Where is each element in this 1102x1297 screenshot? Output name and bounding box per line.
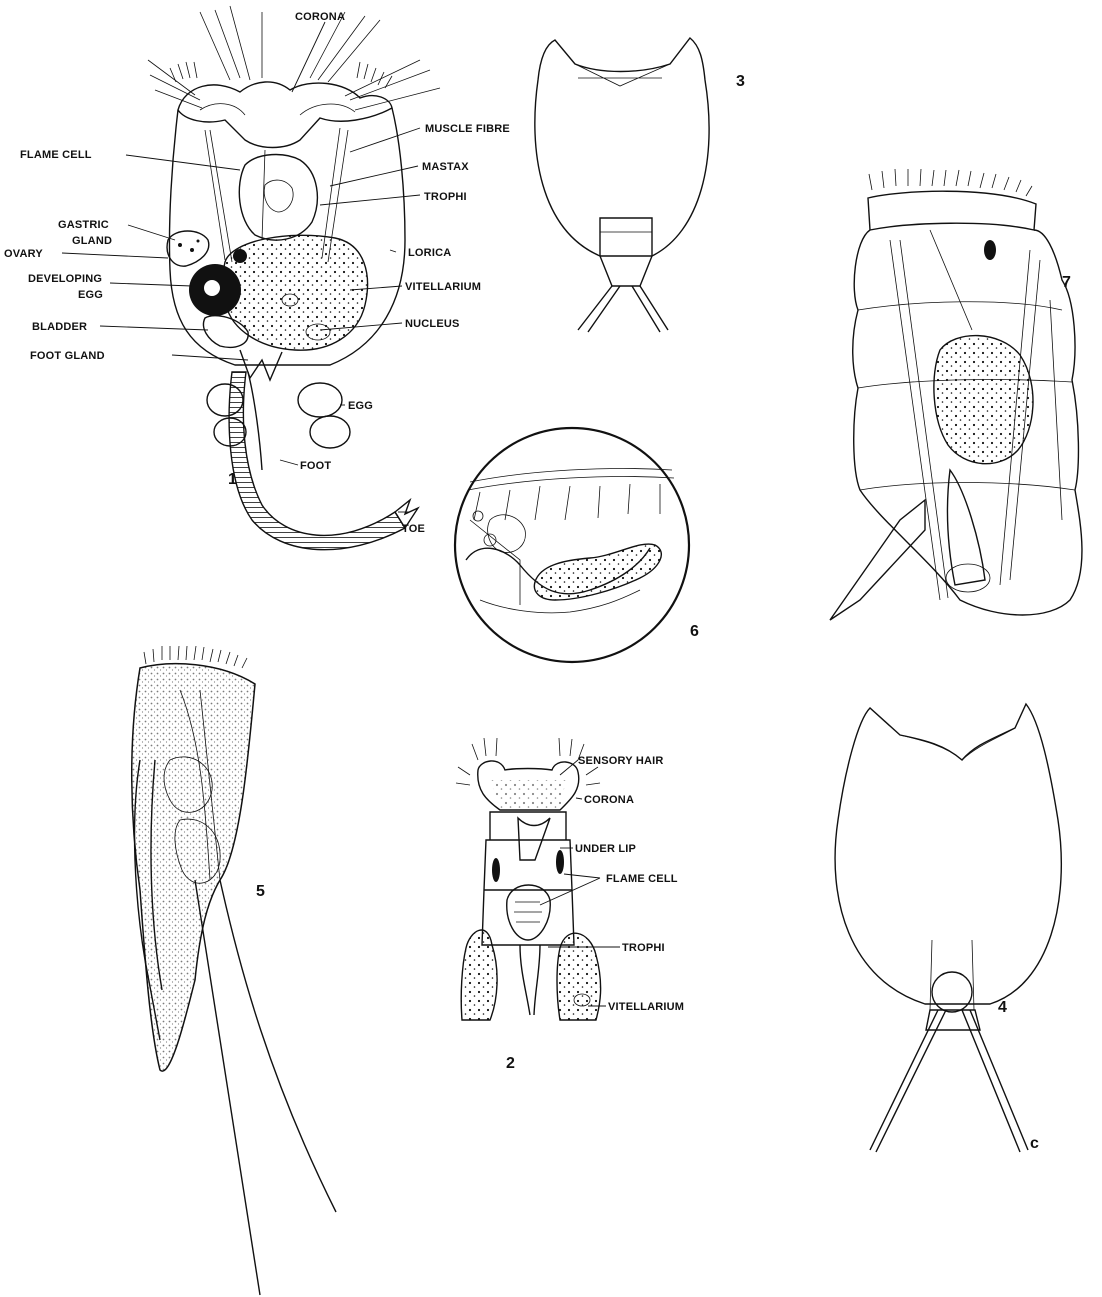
figure-number-6: 6 — [690, 623, 699, 640]
figure-number-3: 3 — [736, 73, 745, 90]
figure-5-elongate-rotifer — [132, 646, 336, 1295]
fig1-label-trophi: TROPHI — [424, 191, 467, 203]
figure-1-cilia — [148, 6, 440, 110]
figure-number-2: 2 — [506, 1055, 515, 1072]
fig1-label-nucleus: NUCLEUS — [405, 318, 460, 330]
fig1-label-gland: GLAND — [72, 235, 112, 247]
figure-6-magnified-detail — [455, 428, 689, 662]
fig1-label-lorica: LORICA — [408, 247, 451, 259]
figure-number-4: 4 — [998, 999, 1007, 1016]
fig1-label-vitellarium: VITELLARIUM — [405, 281, 481, 293]
fig1-label-corona: CORONA — [295, 11, 345, 23]
fig2-label-vitellarium: VITELLARIUM — [608, 1001, 684, 1013]
fig1-label-foot: FOOT — [300, 460, 331, 472]
fig1-label-egg: EGG — [348, 400, 373, 412]
figure-1-corona — [178, 82, 392, 148]
fig1-label-developing: DEVELOPING — [28, 273, 102, 285]
fig4-label-c: c — [1030, 1135, 1039, 1152]
figure-1-mastax — [239, 155, 317, 241]
fig1-label-toe: TOE — [402, 523, 425, 535]
figure-1-gastric-gland — [167, 231, 209, 266]
fig1-label-gastric: GASTRIC — [58, 219, 109, 231]
fig1-label-flame-cell: FLAME CELL — [20, 149, 92, 161]
fig1-label-egg-dev: EGG — [78, 289, 103, 301]
fig2-label-under-lip: UNDER LIP — [575, 843, 636, 855]
figure-2-rotifer-anterior — [456, 738, 601, 1020]
figure-number-5: 5 — [256, 883, 265, 900]
figure-3-lorica-outline — [535, 38, 709, 332]
fig1-label-muscle-fibre: MUSCLE FIBRE — [425, 123, 510, 135]
fig2-label-corona: CORONA — [584, 794, 634, 806]
figure-number-7: 7 — [1062, 274, 1071, 291]
figure-7-rotifer-lateral — [830, 169, 1082, 620]
figure-number-1: 1 — [228, 471, 237, 488]
fig1-label-bladder: BLADDER — [32, 321, 87, 333]
fig2-label-sensory-hair: SENSORY HAIR — [578, 755, 664, 767]
fig2-label-flame-cell: FLAME CELL — [606, 873, 678, 885]
fig1-label-foot-gland: FOOT GLAND — [30, 350, 105, 362]
fig1-label-mastax: MASTAX — [422, 161, 469, 173]
fig2-label-trophi: TROPHI — [622, 942, 665, 954]
figure-4-lorica-outline — [835, 704, 1061, 1152]
fig1-label-ovary: OVARY — [4, 248, 43, 260]
